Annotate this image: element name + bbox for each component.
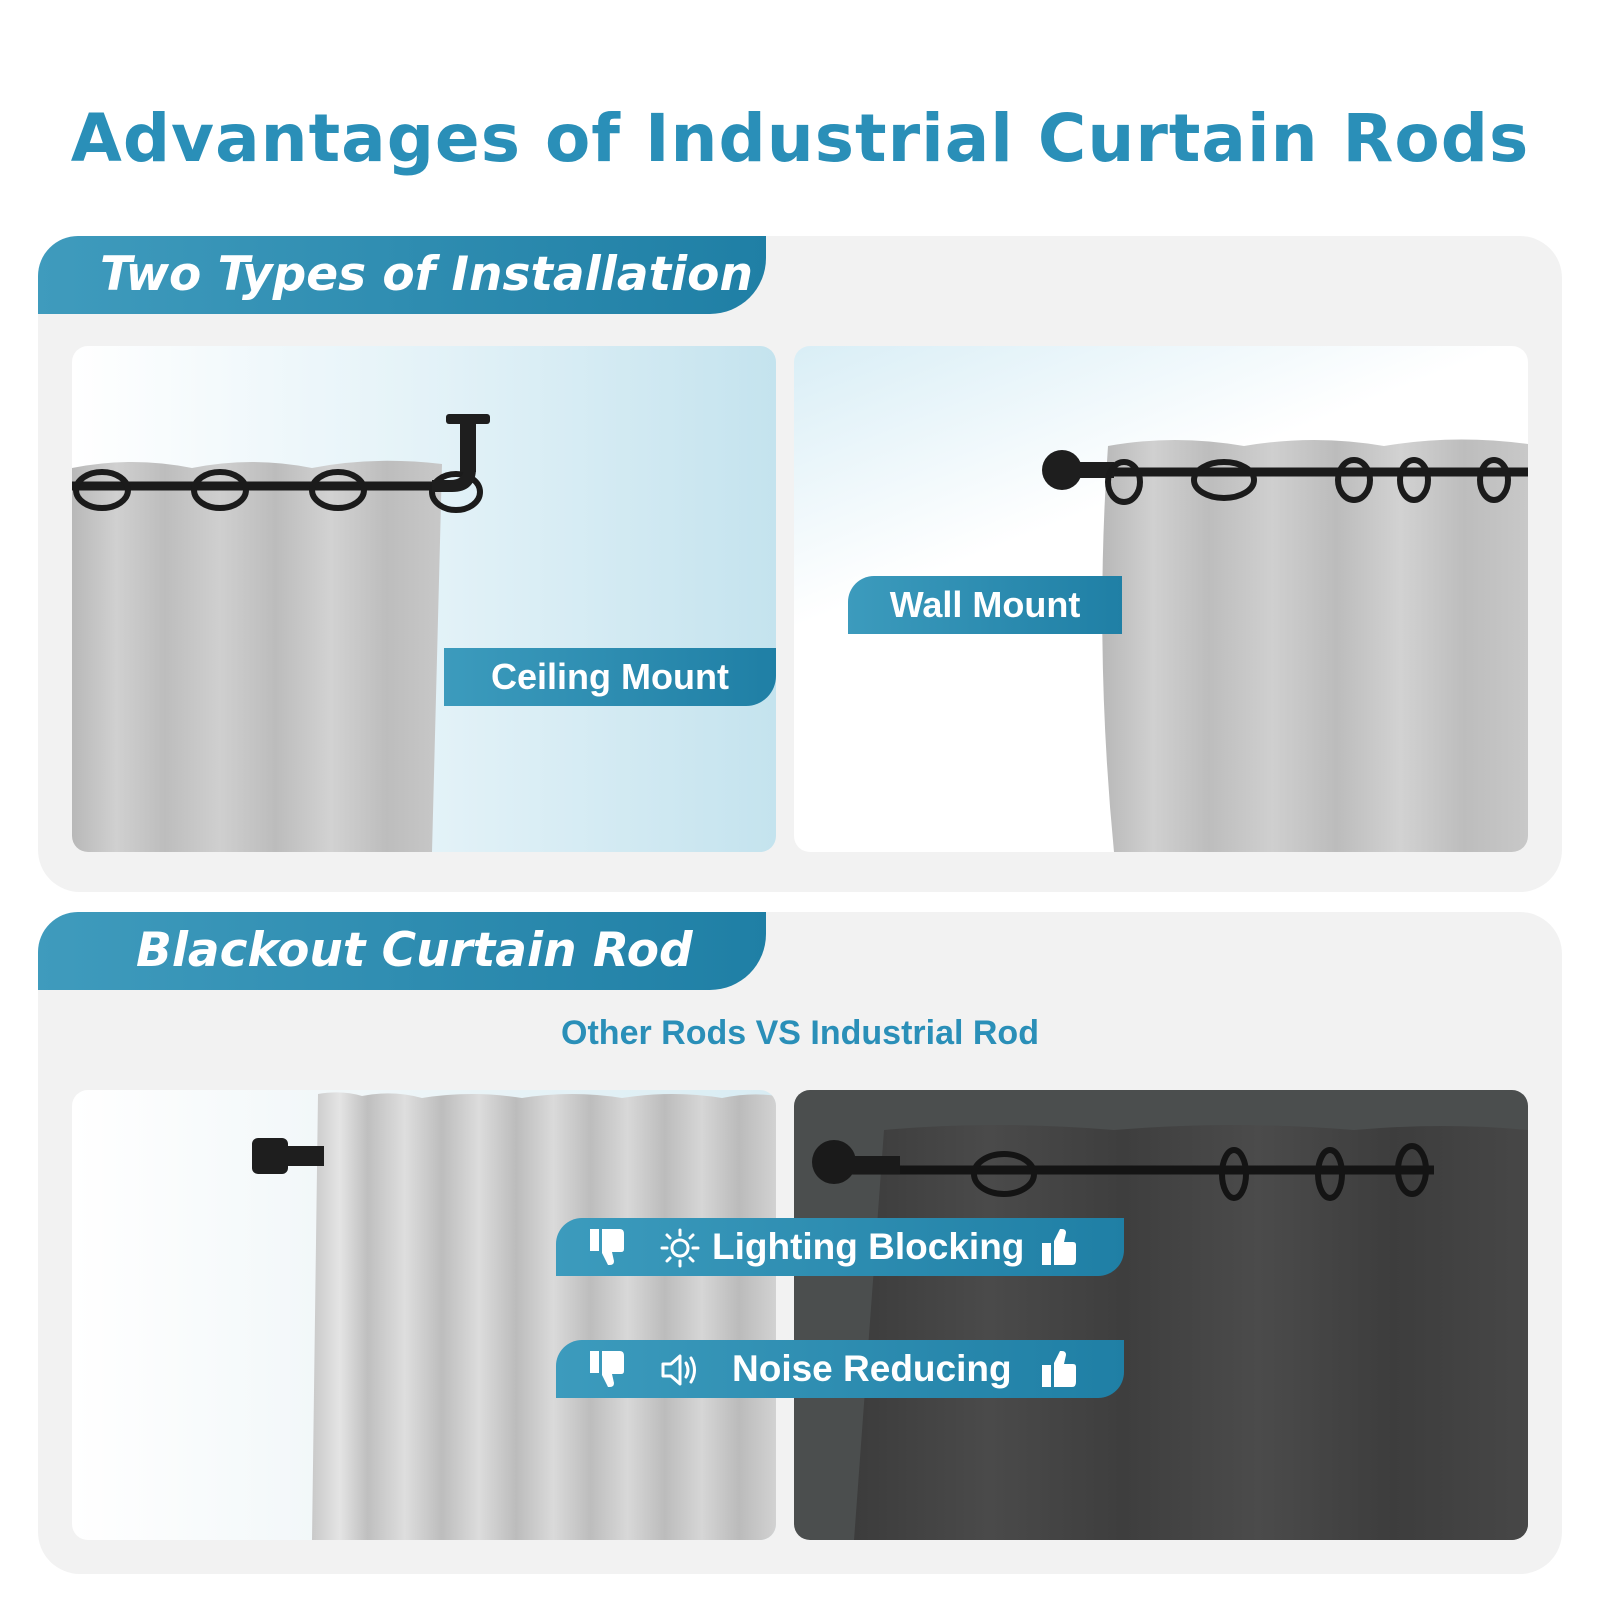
sun-icon bbox=[660, 1228, 700, 1268]
wall-mount-label: Wall Mount bbox=[848, 576, 1122, 634]
thumbs-down-icon bbox=[590, 1351, 624, 1387]
comparison-subtitle: Other Rods VS Industrial Rod bbox=[561, 1014, 1039, 1052]
thumbs-up-icon bbox=[1042, 1351, 1076, 1387]
ceiling-mount-photo bbox=[72, 346, 776, 852]
other-rods-photo bbox=[72, 1090, 776, 1540]
thumbs-down-icon bbox=[590, 1229, 624, 1265]
lighting-blocking-bar: Lighting Blocking bbox=[556, 1218, 1124, 1276]
thumbs-up-icon bbox=[1042, 1229, 1076, 1265]
industrial-rod-photo bbox=[794, 1090, 1528, 1540]
installation-heading: Two Types of Installation bbox=[38, 236, 766, 314]
speaker-icon bbox=[661, 1354, 696, 1386]
installation-panel: Ceiling Mount Wall Mount Two Types of In bbox=[38, 236, 1562, 892]
page-title: Advantages of Industrial Curtain Rods bbox=[70, 100, 1530, 177]
wall-mount-photo bbox=[794, 346, 1528, 852]
blackout-heading: Blackout Curtain Rod bbox=[38, 912, 766, 990]
blackout-panel: Other Rods VS Industrial Rod bbox=[38, 912, 1562, 1574]
noise-reducing-label: Noise Reducing bbox=[732, 1348, 1012, 1389]
noise-reducing-bar: Noise Reducing bbox=[556, 1340, 1124, 1398]
lighting-blocking-label: Lighting Blocking bbox=[712, 1226, 1025, 1267]
ceiling-mount-label: Ceiling Mount bbox=[444, 648, 776, 706]
